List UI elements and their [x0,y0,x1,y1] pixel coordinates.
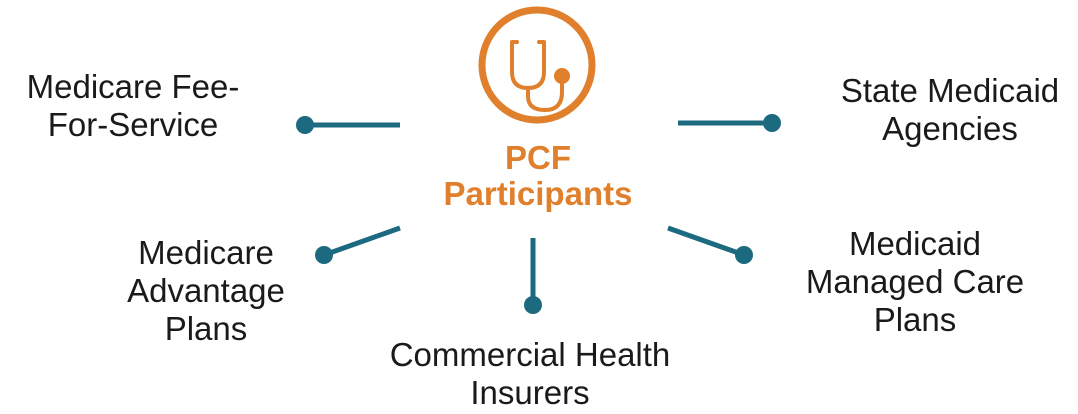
connector-commercial [524,238,542,314]
label-state-medicaid-line2: Agencies [882,110,1018,147]
label-medicare-advantage-line1: Medicare [138,234,274,271]
label-commercial-line2: Insurers [470,374,590,411]
center-title-line1: PCF [505,139,571,176]
center-title-line2: Participants [443,175,633,212]
label-medicare-advantage-line2: Advantage [127,272,285,309]
label-medicare-ffs: Medicare Fee- For-Service [0,68,266,144]
label-medicare-advantage-line3: Plans [164,310,248,347]
label-medicare-advantage: Medicare Advantage Plans [96,234,316,348]
connector-medicare-advantage [315,225,401,264]
label-commercial: Commercial Health Insurers [340,336,720,412]
stethoscope-icon [478,6,596,124]
connector-medicare-ffs [296,116,400,134]
label-medicaid-managed-care: Medicaid Managed Care Plans [760,225,1070,339]
label-medicaid-managed-care-line1: Medicaid [848,225,982,262]
label-medicare-ffs-line2: For-Service [47,106,219,143]
label-medicare-ffs-line1: Medicare Fee- [26,68,240,105]
label-state-medicaid: State Medicaid Agencies [800,72,1078,148]
connector-state-medicaid [678,114,781,132]
label-commercial-line1: Commercial Health [389,336,671,373]
label-medicaid-managed-care-line3: Plans [873,301,957,338]
label-state-medicaid-line1: State Medicaid [840,72,1060,109]
center-title: PCF Participants [400,140,676,212]
label-medicaid-managed-care-line2: Managed Care [805,263,1025,300]
connector-medicaid-managed-care [667,225,753,264]
